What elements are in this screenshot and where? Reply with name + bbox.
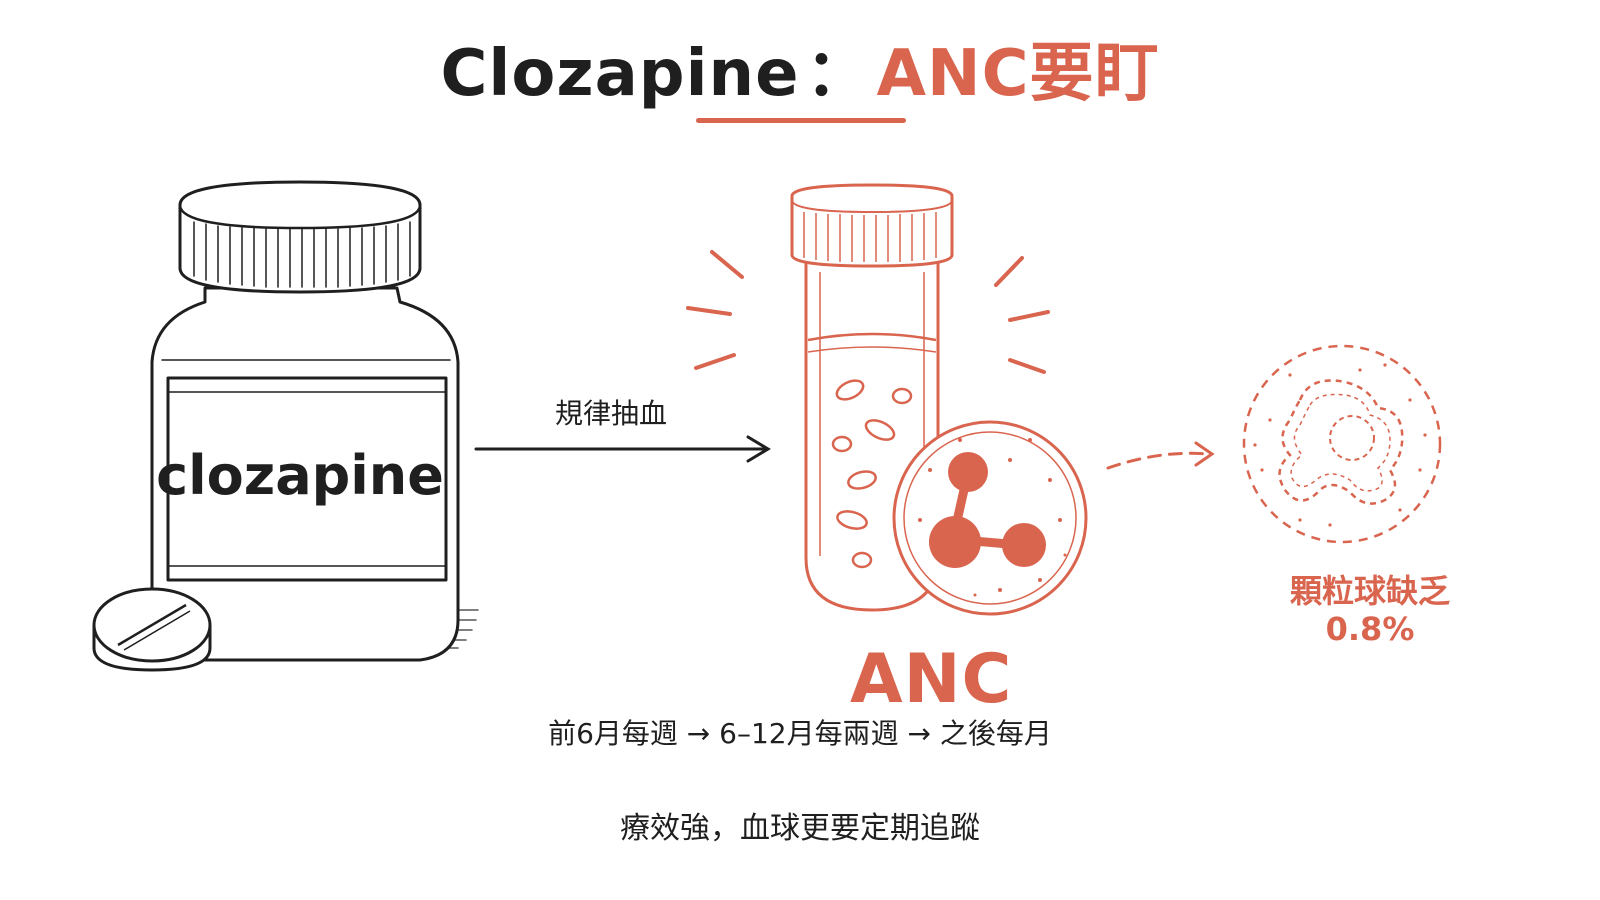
dashed-arrow xyxy=(1106,441,1215,470)
blood-cells xyxy=(831,379,913,569)
neutrophil-icon xyxy=(892,420,1088,616)
anc-label: ANC xyxy=(850,640,1013,719)
depleted-cell-specks xyxy=(1253,363,1427,527)
tablet-icon xyxy=(92,587,212,672)
bottle-cap xyxy=(178,180,422,294)
bottle-label-text: clozapine xyxy=(156,444,444,507)
pill-bottle-icon xyxy=(150,180,479,662)
title-drug-name: Clozapine xyxy=(440,37,800,111)
risk-name: 顆粒球缺乏 xyxy=(1289,572,1450,610)
tube-cap-ridges xyxy=(803,212,937,262)
title-underline xyxy=(696,118,906,123)
bottle-label xyxy=(166,376,448,582)
title-accent: ANC要盯 xyxy=(876,37,1160,111)
neutrophil-nucleus-lobes xyxy=(929,452,1046,568)
cap-ridges xyxy=(193,221,411,288)
footer-note: 療效強，血球更要定期追蹤 xyxy=(620,811,980,846)
arrow-label: 規律抽血 xyxy=(555,397,668,430)
depleted-cell-icon xyxy=(1242,344,1442,544)
title-separator: ： xyxy=(805,37,871,111)
flow-arrow xyxy=(474,435,771,463)
risk-rate: 0.8% xyxy=(1325,610,1415,648)
emphasis-rays xyxy=(686,250,1050,374)
page-title: Clozapine：ANC要盯 xyxy=(0,22,1600,114)
monitoring-schedule: 前6月每週 → 6–12月每兩週 → 之後每月 xyxy=(548,717,1052,750)
